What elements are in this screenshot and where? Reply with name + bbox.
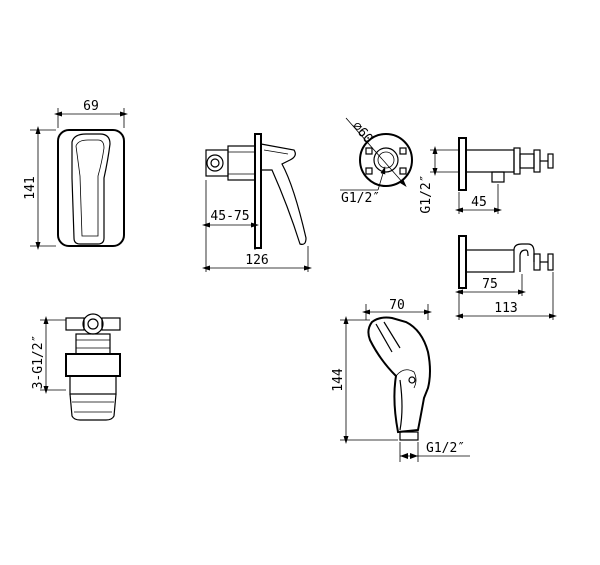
plate-height-label: 141 [23,176,38,199]
outlet-depth-label: 45 [471,195,487,210]
holder-depth-label: 75 [482,277,498,292]
wall-plate-front-view: 69 141 [23,99,128,250]
plate-width-label: 69 [83,99,99,114]
mixer-depth-range-label: 45-75 [210,209,249,224]
handshower-thread-label: G1/2″ [426,441,465,456]
outlet-side-view: G1/2″ 45 [419,137,554,214]
outlet-diameter-label: ⌀60 [349,119,376,147]
holder-side-view: 75 113 [455,235,557,320]
mixer-side-view: 45-75 126 [202,133,312,272]
handshower-width-label: 70 [389,298,405,313]
outlet-front-view: ⌀60 G1/2″ [340,117,413,206]
outlet-thread-label: G1/2″ [341,191,380,206]
body-threads-label: 3-G1/2″ [31,335,46,390]
mixer-body-view: 3-G1/2″ [31,313,121,421]
hand-shower-view: 70 144 G1/2″ [331,298,470,462]
mixer-total-depth-label: 126 [245,253,268,268]
outlet-side-thread-label: G1/2″ [419,174,434,213]
holder-total-label: 113 [494,301,517,316]
handshower-height-label: 144 [331,368,346,392]
